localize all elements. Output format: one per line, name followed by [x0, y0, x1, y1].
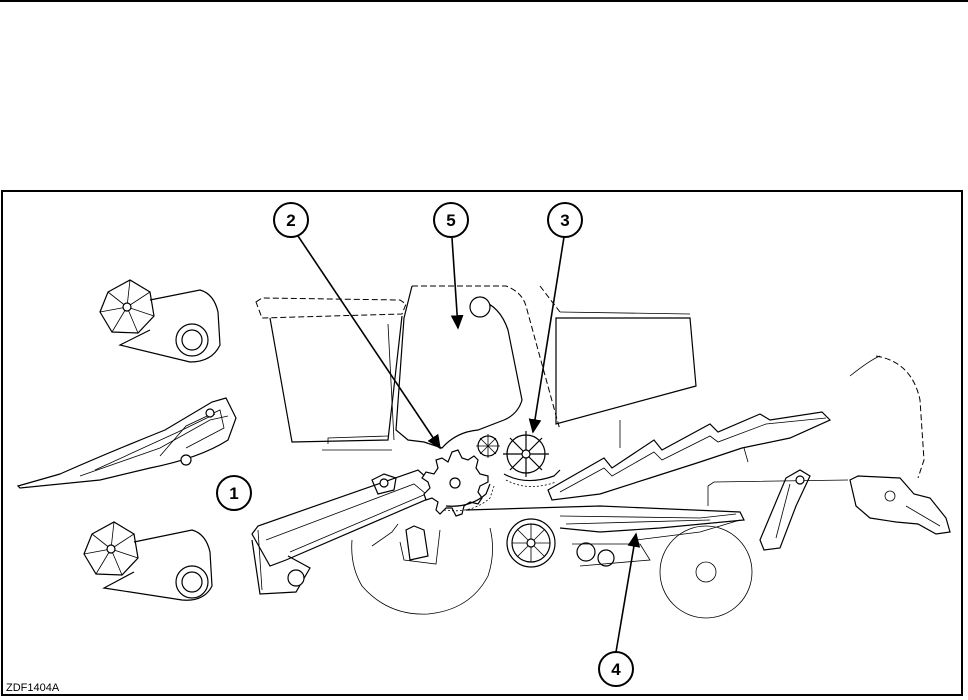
callout-2: 2	[274, 203, 440, 448]
front-drive-wheel	[352, 526, 493, 614]
callout-4-label: 4	[611, 660, 621, 679]
header-grain-platform	[18, 398, 236, 488]
feeder-house	[252, 470, 436, 594]
header-bottom-reel	[84, 522, 212, 600]
callout-3-label: 3	[560, 211, 569, 230]
grain-tank	[256, 298, 406, 450]
rear-beater	[503, 431, 560, 487]
rear-steer-wheel	[660, 526, 752, 618]
cleaning-fan	[507, 519, 555, 567]
header-top-reel	[100, 280, 220, 362]
figure-id-code: ZDF1404A	[6, 682, 59, 694]
callout-1-label: 1	[229, 484, 238, 503]
separator-rotor	[476, 434, 500, 458]
rear-hood	[850, 356, 924, 478]
callout-2-label: 2	[286, 211, 295, 230]
callout-5-label: 5	[446, 211, 455, 230]
straw-walker	[548, 412, 830, 500]
straw-spreader	[850, 476, 950, 534]
callout-1: 1	[217, 476, 251, 510]
straw-chopper	[760, 470, 810, 550]
callout-5: 5	[434, 203, 468, 328]
cab-and-rotor-housing	[396, 286, 696, 448]
